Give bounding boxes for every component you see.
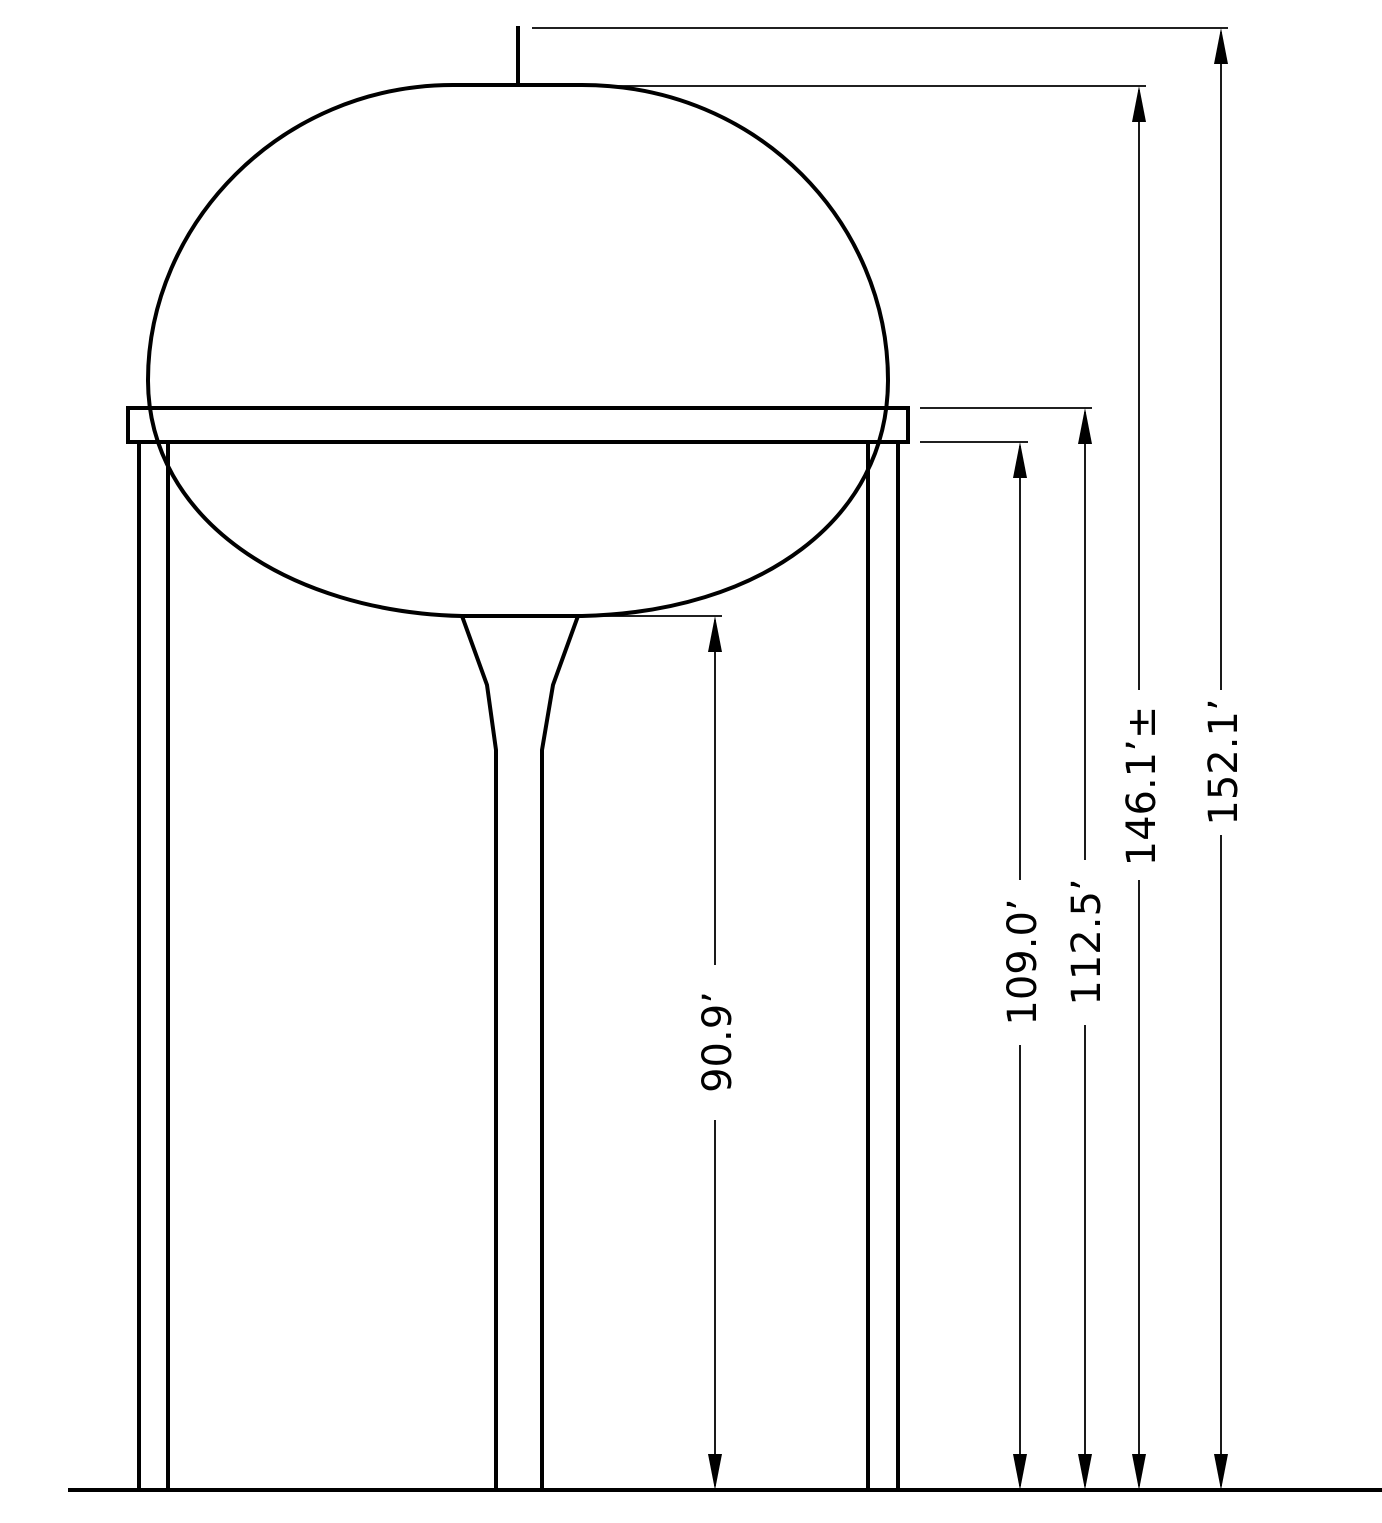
dimension-152-1-label: 152.1’ (1201, 698, 1247, 825)
dimension-90-9-label: 90.9’ (695, 991, 741, 1093)
dimension-90-9: 90.9’ (695, 616, 741, 1490)
dimension-146-1-label: 146.1’± (1119, 706, 1165, 867)
dimension-109-0-label: 109.0’ (1000, 898, 1046, 1025)
dimension-112-5-label: 112.5’ (1064, 878, 1110, 1005)
balcony-ring (126, 406, 910, 444)
dimension-152-1: 152.1’ (1201, 28, 1247, 1490)
dimension-146-1: 146.1’± (1119, 86, 1165, 1490)
tank-outline (145, 83, 891, 618)
riser-left-wall (460, 615, 498, 1490)
riser-right-wall (540, 615, 580, 1490)
dimension-112-5: 112.5’ (1064, 408, 1110, 1490)
dimension-109-0: 109.0’ (1000, 442, 1046, 1490)
